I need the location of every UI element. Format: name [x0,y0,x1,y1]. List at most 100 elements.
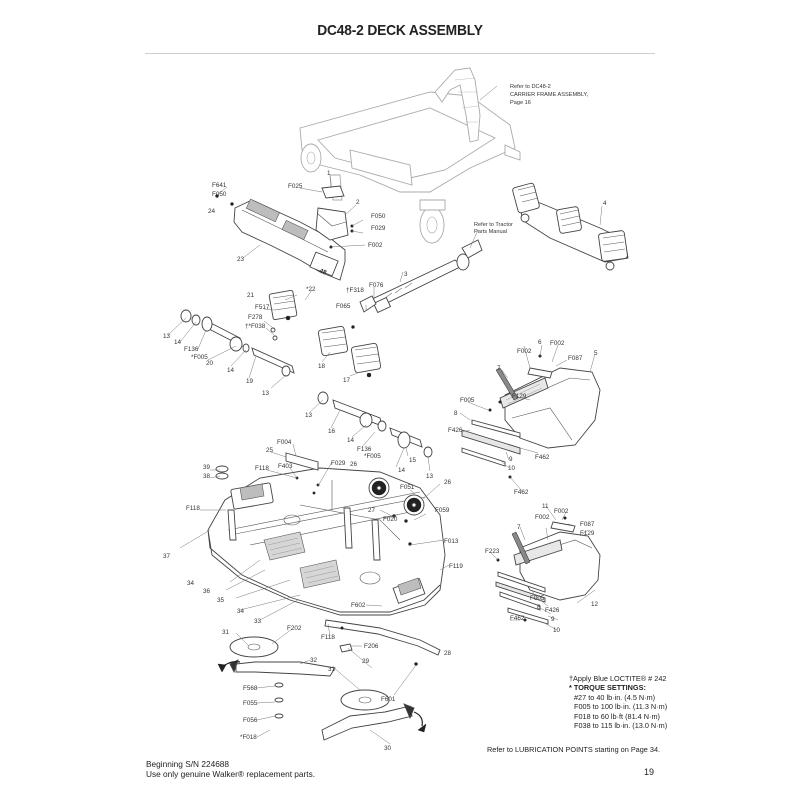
callout: *F005 [191,354,208,361]
leader-lines [167,85,603,745]
callout: F136 [357,446,372,453]
callout: F206 [364,643,379,650]
tractor-manual-ref-line-2: Parts Manual [474,229,507,235]
carrier-frame [299,67,521,244]
callout: 8 [537,604,541,611]
callout: 33 [254,618,262,625]
callout: F025 [288,183,303,190]
callout: F005 [460,397,475,404]
callout: F005 [530,595,545,602]
callout: F002 [517,348,532,355]
callout: 2 [356,199,360,206]
callout: 13 [305,412,313,419]
callout: 10 [508,465,516,472]
callout: F601 [381,696,396,703]
deck-size-decal: 48 [318,267,328,276]
callout: 27 [368,507,376,514]
discharge-chute-upper [461,354,601,479]
serial-note: Beginning S/N 224688 [146,759,230,769]
callout: F087 [580,521,595,528]
callout: F002 [550,340,565,347]
callout: 17 [343,377,351,384]
callout: F076 [369,282,384,289]
blade-group [217,636,427,741]
genuine-parts-note: Use only genuine Walker® replacement par… [146,769,316,780]
callout: F029 [331,460,346,467]
callout: 7 [517,524,521,531]
callout: F403 [278,463,293,470]
callout: F029 [371,225,386,232]
callout: F129 [512,393,527,400]
callout: F202 [287,625,302,632]
callout: F051 [400,484,415,491]
callout: 8 [454,410,458,417]
callout-labels: F641 F050 24 F025 1 2 F050 F029 F002 23 … [163,170,607,752]
tractor-manual-ref-line-1: Refer to Tractor [474,222,513,228]
callout: 37 [163,553,171,560]
callout: 14 [398,467,406,474]
callout: 39 [203,464,211,471]
callout: F278 [248,314,263,321]
callout: 38 [203,473,211,480]
callout: 14 [174,339,182,346]
callout: 1 [327,170,331,177]
callout: 3 [404,271,408,278]
torque-line: F005 to 100 lb·in. (11.3 N·m) [574,702,668,712]
callout: 7 [497,365,501,372]
callout: F426 [545,607,560,614]
page-title: DC48-2 DECK ASSEMBLY [317,22,483,39]
callout: 5 [594,350,598,357]
callout: F004 [277,439,292,446]
callout: 13 [262,390,270,397]
callout: F118 [321,634,335,641]
callout: 36 [203,588,211,595]
callout: F602 [351,602,366,609]
callout: 26 [444,479,452,486]
callout: 29 [362,658,370,665]
callout: 4 [603,200,607,207]
page-number: 19 [643,767,654,777]
torque-line: F018 to 60 lb·ft (81.4 N·m) [574,711,660,721]
callout: F118 [255,465,269,472]
callout: F065 [336,303,351,310]
carrier-frame-ref-line-2: CARRIER FRAME ASSEMBLY, [510,92,589,98]
callout: *F018 [240,734,257,741]
callout: *22 [306,286,316,293]
callout: 31 [222,629,230,636]
callout: F223 [485,548,500,555]
callout: F087 [568,355,583,362]
callout: F119 [449,563,463,570]
callout: 16 [328,428,336,435]
callout: 25 [266,447,274,454]
driveshaft [359,239,483,314]
callout: 18 [318,363,326,370]
callout: 31 [328,666,336,673]
lubrication-note: Refer to LUBRICATION POINTS starting on … [487,745,661,754]
callout: 28 [444,650,452,657]
callout: 9 [551,616,555,623]
callout: F002 [535,514,550,521]
discharge-chute-lower [495,516,601,625]
rear-cover: 48 [215,185,354,281]
callout: 35 [217,597,225,604]
callout: 24 [208,208,216,215]
callout: *F005 [364,453,381,460]
callout: †F318 [346,287,364,294]
callout: F426 [448,427,463,434]
callout: F055 [243,700,258,707]
callout: 6 [538,339,542,346]
callout: F002 [368,242,383,249]
callout: 21 [247,292,255,299]
torque-line: F038 to 115 lb·in. (13.0 N·m) [574,721,668,731]
title-rule [145,53,655,54]
gearbox-assembly-4 [512,182,629,271]
reference-notes: Refer to DC48-2 CARRIER FRAME ASSEMBLY, … [474,84,589,235]
callout: F129 [580,530,595,537]
callout: F059 [435,507,450,514]
callout: F118 [186,505,200,512]
callout: 23 [237,256,245,263]
callout: 19 [246,378,254,385]
callout: 14 [227,367,235,374]
callout: F568 [243,685,258,692]
